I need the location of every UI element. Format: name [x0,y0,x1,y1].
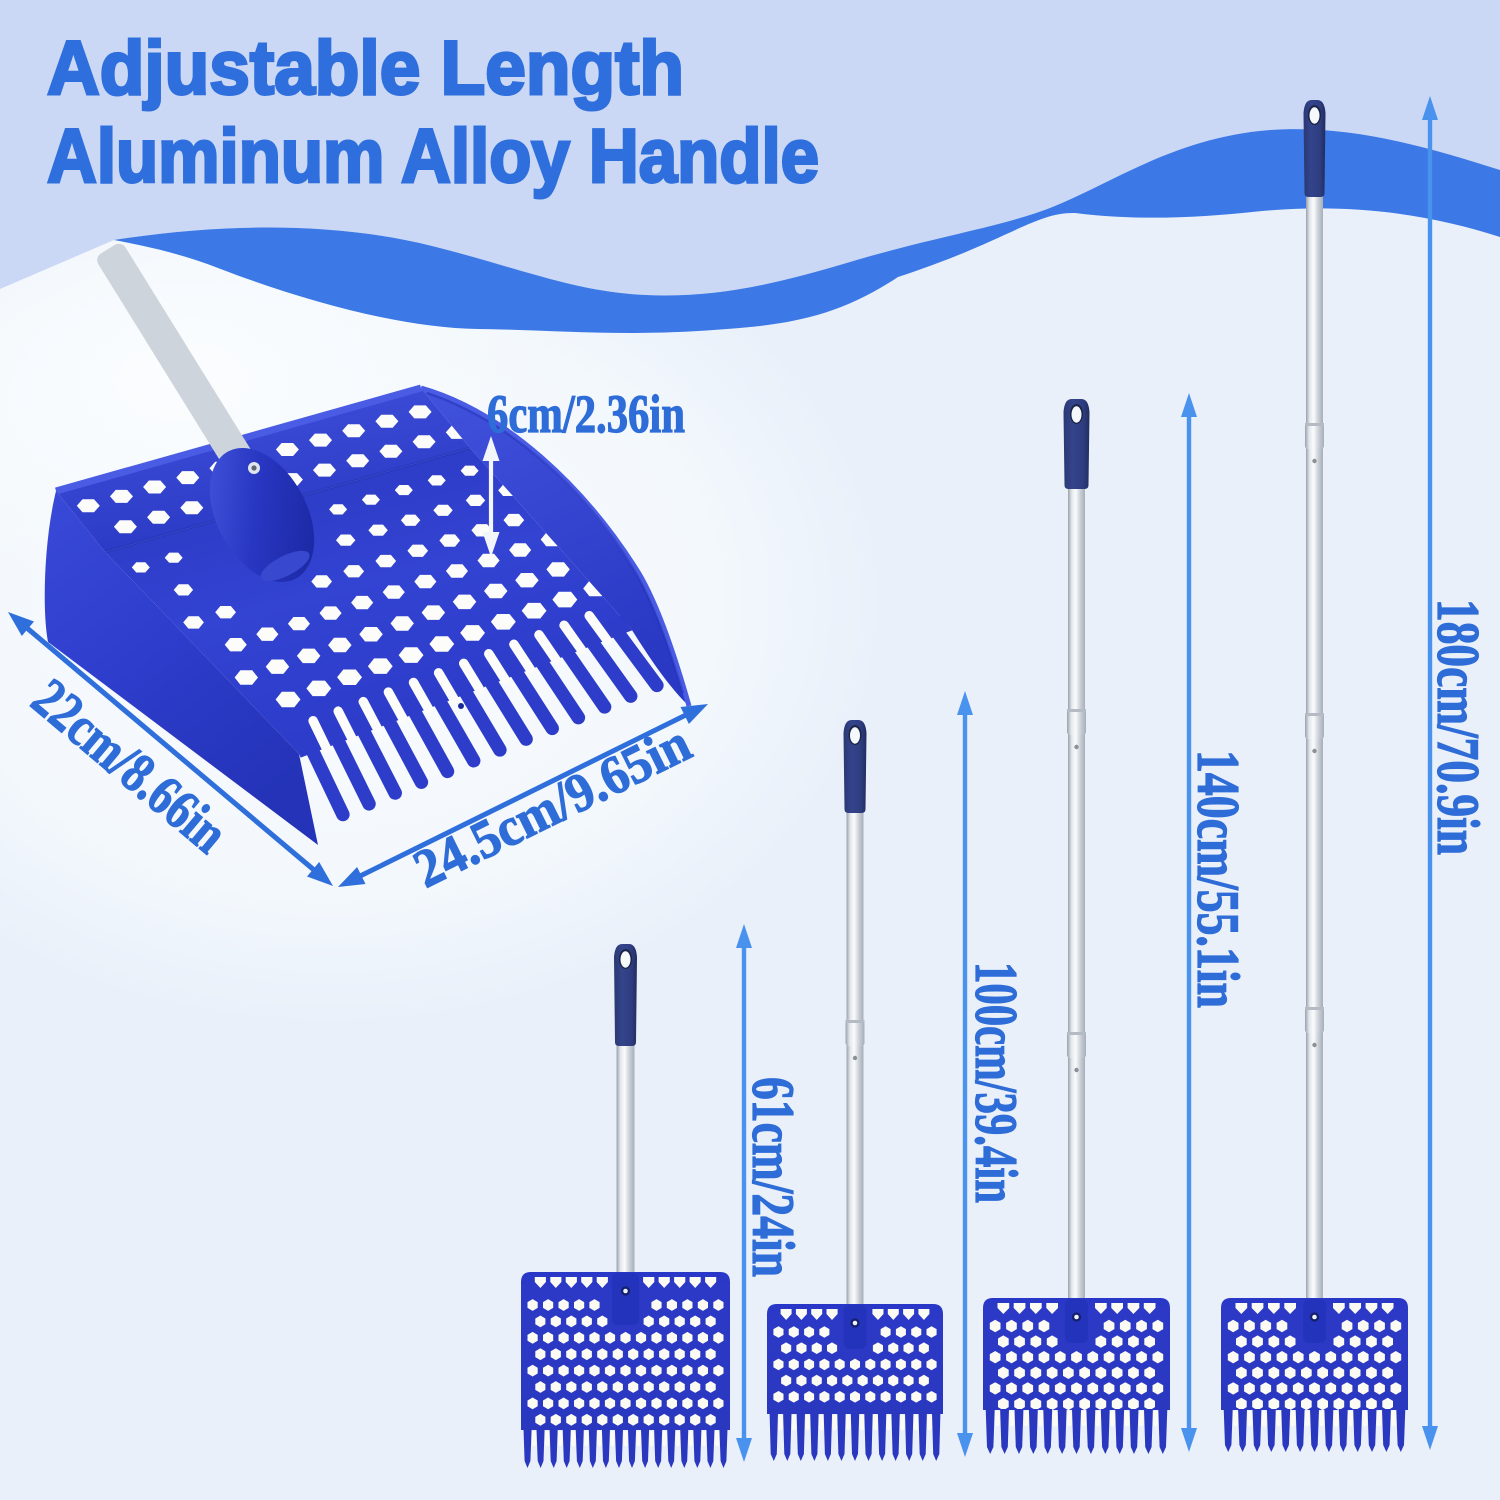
svg-text:180cm/70.9in: 180cm/70.9in [1425,599,1491,855]
svg-text:Aluminum Alloy Handle: Aluminum Alloy Handle [47,114,819,199]
svg-text:61cm/24in: 61cm/24in [740,1077,806,1277]
svg-text:6cm/2.36in: 6cm/2.36in [487,384,685,444]
svg-text:Adjustable Length: Adjustable Length [47,26,684,111]
svg-text:140cm/55.1in: 140cm/55.1in [1185,750,1251,1008]
svg-text:100cm/39.4in: 100cm/39.4in [963,962,1029,1203]
